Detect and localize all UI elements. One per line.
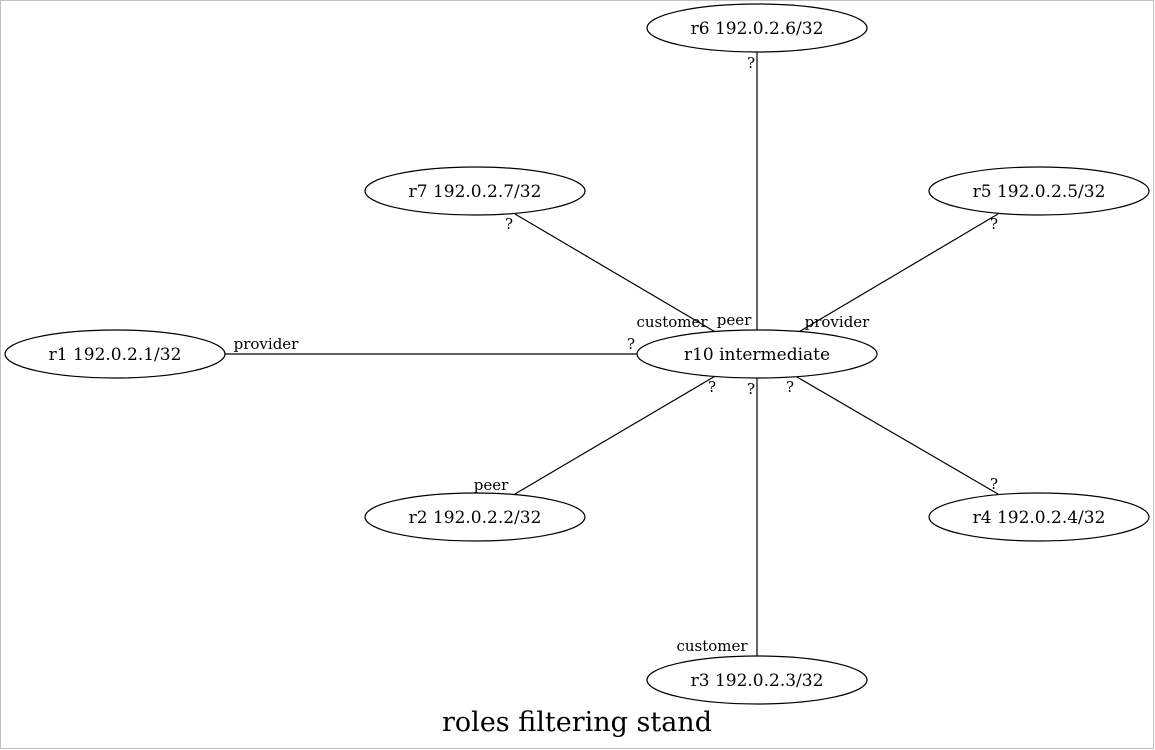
node-r1-label: r1 192.0.2.1/32 — [49, 345, 182, 365]
node-r10: r10 intermediate — [636, 329, 878, 379]
edge-r5-r10-tail-label: ? — [990, 215, 998, 233]
node-r7-ellipse — [364, 166, 586, 216]
edge-r7-r10 — [514, 213, 718, 334]
edge-r2-r10-tail-label: peer — [474, 476, 509, 494]
edge-r4-r10-head-label: ? — [786, 378, 794, 396]
edge-r4-r10 — [796, 376, 999, 495]
node-r4-label: r4 192.0.2.4/32 — [973, 508, 1106, 528]
edge-r2-r10-head-label: ? — [708, 378, 716, 396]
node-r2: r2 192.0.2.2/32 — [364, 492, 586, 542]
edge-r1-r10-head-label: ? — [627, 335, 635, 353]
node-r10-label: r10 intermediate — [684, 345, 830, 365]
node-r3-ellipse — [646, 655, 868, 705]
diagram-title: roles filtering stand — [442, 707, 712, 738]
node-r5: r5 192.0.2.5/32 — [928, 166, 1150, 216]
node-r6-label: r6 192.0.2.6/32 — [691, 19, 824, 39]
edge-r2-r10 — [514, 374, 718, 495]
node-r5-label: r5 192.0.2.5/32 — [973, 182, 1106, 202]
edge-r3-r10-head-label: ? — [747, 380, 755, 398]
edge-r5-r10-head-label: provider — [805, 313, 871, 331]
edge-r6-r10-head-label: peer — [717, 311, 752, 329]
edge-r6-r10-tail-label: ? — [747, 54, 755, 72]
node-r6: r6 192.0.2.6/32 — [646, 3, 868, 53]
node-r4-ellipse — [928, 492, 1150, 542]
edge-r1-r10-tail-label: provider — [234, 335, 300, 353]
node-r2-ellipse — [364, 492, 586, 542]
node-r7-label: r7 192.0.2.7/32 — [409, 182, 542, 202]
edge-r3-r10-tail-label: customer — [676, 637, 748, 655]
node-r6-ellipse — [646, 3, 868, 53]
node-r4: r4 192.0.2.4/32 — [928, 492, 1150, 542]
node-r3: r3 192.0.2.3/32 — [646, 655, 868, 705]
node-r3-label: r3 192.0.2.3/32 — [691, 671, 824, 691]
edge-r5-r10 — [796, 213, 999, 334]
edge-r4-r10-tail-label: ? — [990, 475, 998, 493]
edge-r7-r10-head-label: customer — [636, 313, 708, 331]
node-r7: r7 192.0.2.7/32 — [364, 166, 586, 216]
node-r2-label: r2 192.0.2.2/32 — [409, 508, 542, 528]
node-r10-ellipse — [636, 329, 878, 379]
node-r1: r1 192.0.2.1/32 — [4, 329, 226, 379]
node-r1-ellipse — [4, 329, 226, 379]
edge-r7-r10-tail-label: ? — [505, 215, 513, 233]
node-r5-ellipse — [928, 166, 1150, 216]
